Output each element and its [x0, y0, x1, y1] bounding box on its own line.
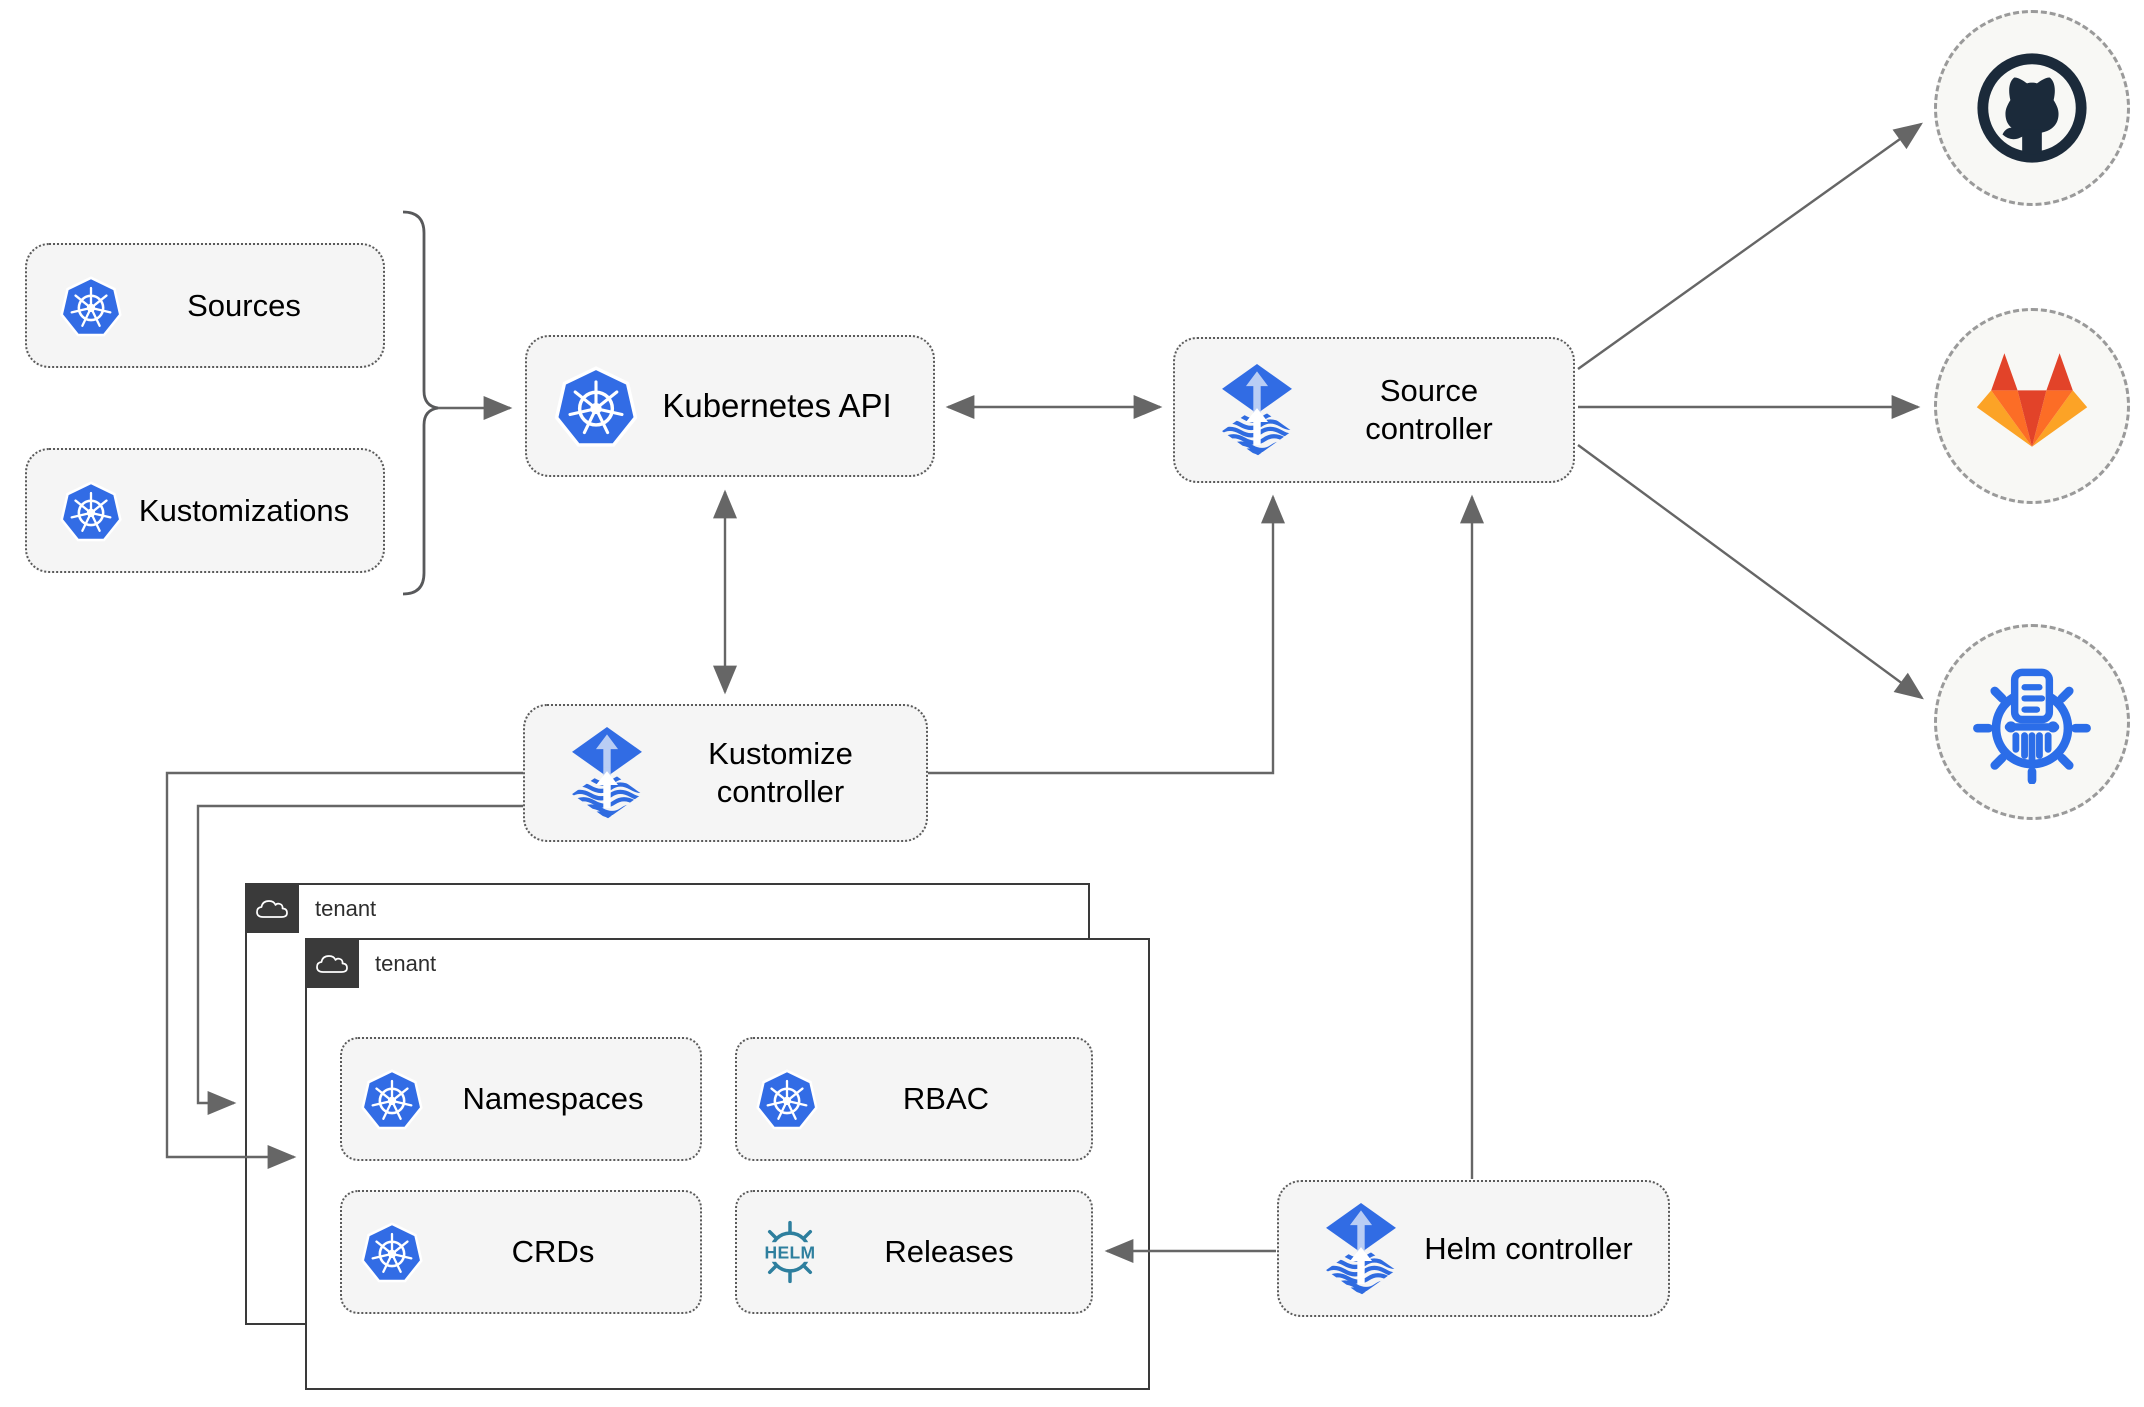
- source-controller-text: Source controller: [1365, 373, 1493, 446]
- kustomize-controller-label: Kustomize controller: [653, 735, 908, 811]
- tenant-tab: [304, 937, 359, 988]
- helm-controller-text: Helm controller: [1424, 1230, 1633, 1266]
- kustomize-controller-box: Kustomize controller: [523, 704, 928, 842]
- kubernetes-icon: [360, 1220, 424, 1284]
- kustomizations-box: Kustomizations: [25, 448, 385, 573]
- releases-label: Releases: [884, 1234, 1014, 1270]
- svg-text:HELM: HELM: [765, 1242, 816, 1262]
- sources-label: Sources: [187, 287, 301, 323]
- edge-source-github: [1577, 122, 1923, 370]
- github-remote: [1934, 10, 2130, 206]
- github-icon: [1977, 53, 2087, 163]
- kustomizations-label: Kustomizations: [138, 492, 350, 528]
- gitlab-remote: [1934, 308, 2130, 504]
- cloud-icon: [255, 899, 288, 918]
- releases-box: HELM Releases: [735, 1190, 1093, 1314]
- gitlab-icon: [1976, 353, 2088, 447]
- sources-box: Sources: [25, 243, 385, 368]
- helm-controller-box: Helm controller: [1277, 1180, 1670, 1317]
- kubernetes-icon: [59, 274, 123, 338]
- crds-box: CRDs: [340, 1190, 702, 1314]
- flux-icon: [1315, 1197, 1407, 1301]
- source-controller-label: Source controller: [1303, 372, 1555, 448]
- crds-label: CRDs: [511, 1234, 595, 1270]
- registry-remote: [1934, 624, 2130, 820]
- tenant-box-inner: tenant: [304, 937, 1150, 1390]
- kubernetes-icon: [360, 1067, 424, 1131]
- kubernetes-icon: [59, 479, 123, 543]
- registry-icon: [1973, 668, 2091, 784]
- edge-source-registry: [1577, 444, 1924, 700]
- tenant-label: tenant: [375, 951, 437, 976]
- cloud-icon: [315, 954, 348, 973]
- resources-brace: [402, 210, 439, 596]
- tenant-tab: [244, 882, 299, 933]
- flux-icon: [1211, 358, 1303, 462]
- tenant-label: tenant: [315, 896, 377, 921]
- kustomize-controller-text: Kustomize controller: [708, 736, 853, 809]
- kubernetes-api-label: Kubernetes API: [662, 386, 892, 424]
- kubernetes-icon: [755, 1067, 819, 1131]
- source-controller-box: Source controller: [1173, 337, 1575, 483]
- namespaces-box: Namespaces: [340, 1037, 702, 1161]
- helm-icon: HELM: [755, 1217, 825, 1287]
- flux-icon: [561, 721, 653, 825]
- kubernetes-icon: [553, 363, 639, 449]
- helm-controller-label: Helm controller: [1407, 1230, 1650, 1268]
- rbac-box: RBAC: [735, 1037, 1093, 1161]
- edge-kustomize-source: [928, 494, 1285, 775]
- namespaces-label: Namespaces: [462, 1081, 644, 1117]
- rbac-label: RBAC: [902, 1081, 990, 1117]
- kubernetes-api-box: Kubernetes API: [525, 335, 935, 477]
